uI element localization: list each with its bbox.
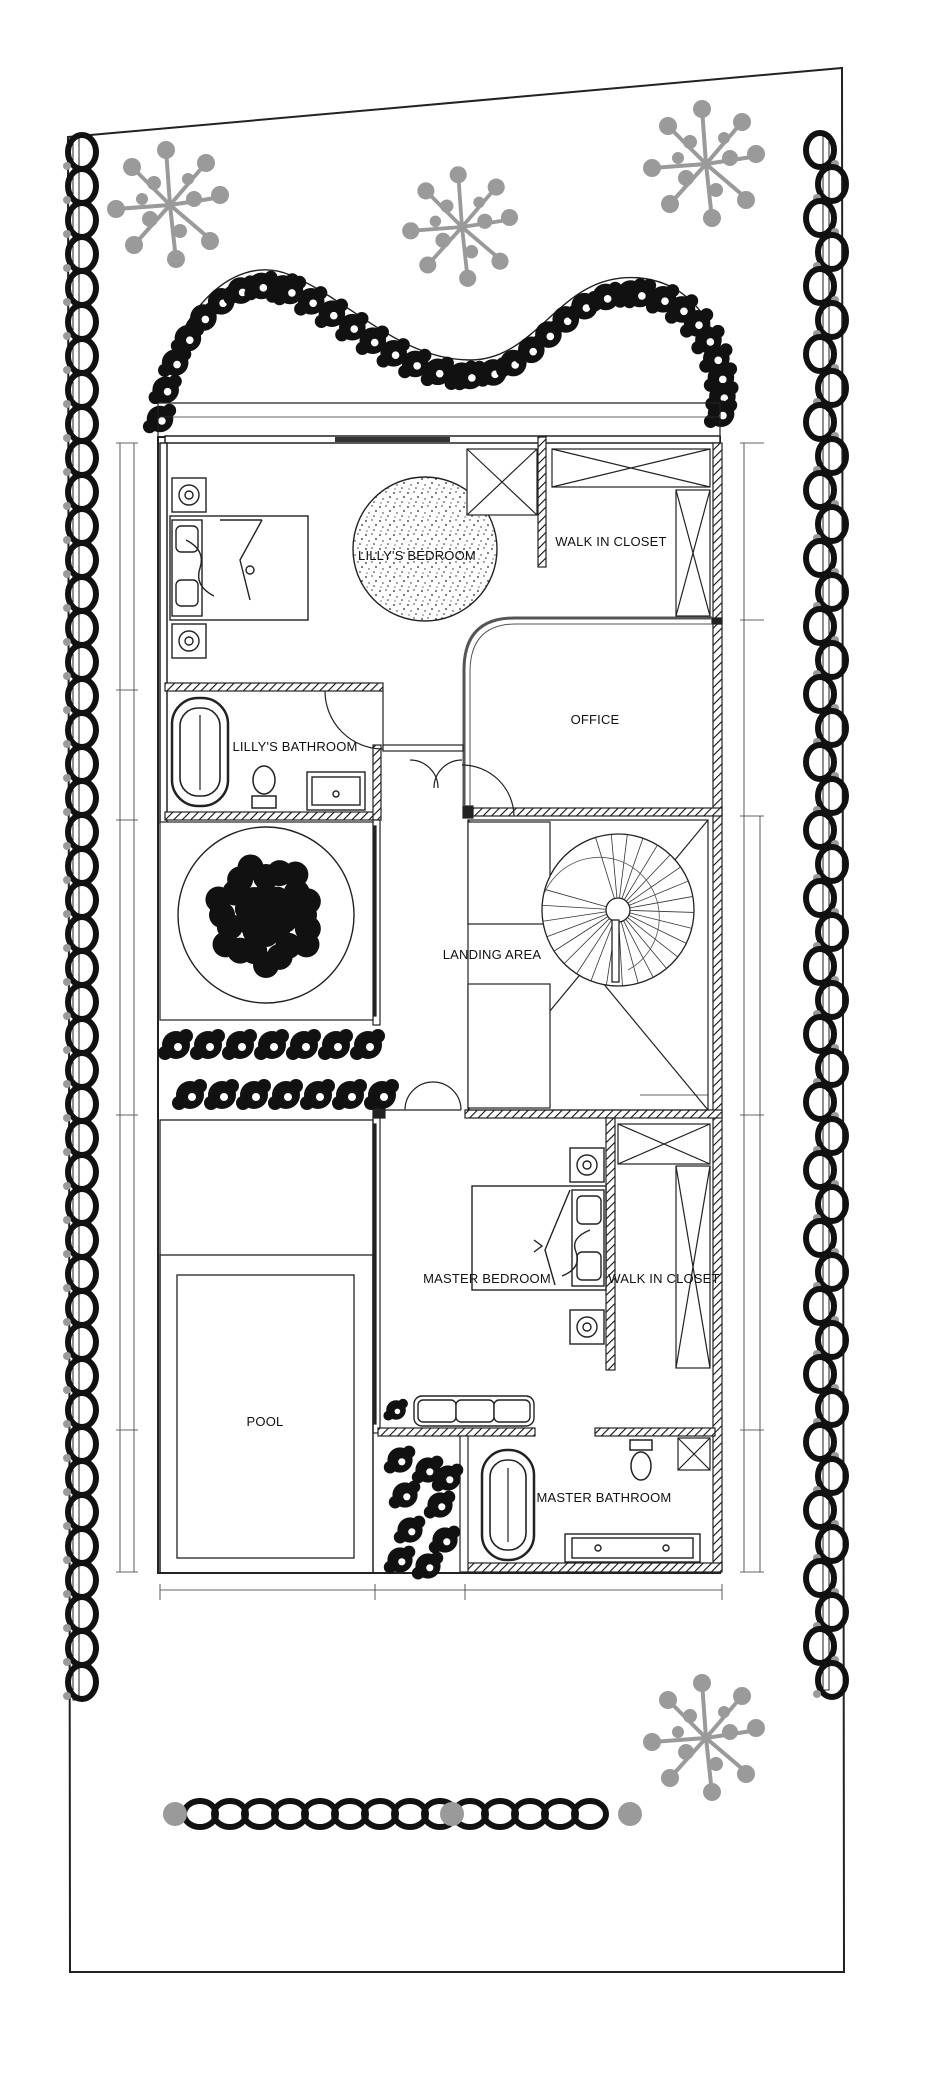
room-label-walk-in-closet-bottom: WALK IN CLOSET	[608, 1271, 719, 1286]
doors	[324, 690, 515, 1111]
dimension-lines	[116, 416, 764, 1600]
room-label-pool: POOL	[247, 1414, 284, 1429]
master-bathtub	[480, 1448, 536, 1562]
room-label-master-bathroom: MASTER BATHROOM	[537, 1490, 672, 1505]
spiral-staircase	[541, 833, 695, 987]
lilly-bed	[169, 515, 309, 621]
tree-bottom-right	[641, 1672, 770, 1803]
master-toilet	[629, 1439, 653, 1481]
bathroom-garden	[383, 1445, 464, 1580]
hedge-right	[803, 130, 849, 1700]
master-nightstands	[569, 1147, 605, 1345]
lilly-rug	[352, 476, 498, 622]
pool-area	[159, 1119, 374, 1574]
tree-top-center	[400, 164, 523, 289]
lilly-bathtub	[170, 696, 230, 808]
hedge-left	[63, 132, 99, 1702]
interior-walls	[164, 436, 723, 1573]
site-boundary	[66, 66, 846, 1973]
hedge-top-wave	[142, 269, 739, 434]
tree-top-right	[641, 98, 770, 229]
room-label-office: OFFICE	[571, 712, 620, 727]
courtyard-garden	[158, 821, 399, 1110]
lilly-sink	[306, 771, 366, 811]
master-vanity	[564, 1533, 701, 1563]
lilly-nightstands	[171, 477, 207, 659]
stair-void	[467, 819, 709, 1111]
master-plant	[383, 1398, 408, 1421]
closet-top-shelves	[551, 448, 711, 617]
room-label-walk-in-closet-top: WALK IN CLOSET	[555, 534, 666, 549]
lilly-toilet	[251, 765, 277, 809]
master-sofa	[413, 1395, 535, 1427]
lilly-window-box	[466, 448, 538, 516]
tree-top-left	[105, 139, 234, 270]
master-bed	[471, 1185, 607, 1291]
room-label-lilly-bathroom: LILLY'S BATHROOM	[232, 739, 357, 754]
room-label-lilly-bedroom: LILLY'S BEDROOM	[358, 548, 476, 563]
master-shower-box	[677, 1437, 711, 1471]
hedge-bottom	[163, 1798, 642, 1830]
room-label-landing-area: LANDING AREA	[443, 947, 542, 962]
room-label-master-bedroom: MASTER BEDROOM	[423, 1271, 551, 1286]
closet-bottom-shelves	[617, 1123, 711, 1369]
